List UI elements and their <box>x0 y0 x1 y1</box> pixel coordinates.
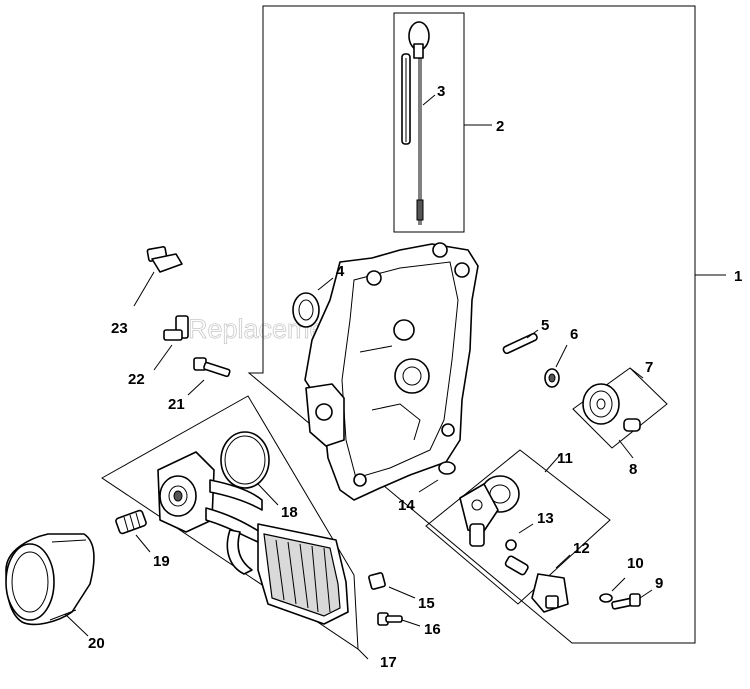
hex-bolt-21 <box>193 357 231 378</box>
leader-6 <box>555 344 568 368</box>
callout-16: 16 <box>424 621 441 638</box>
threaded-nipple <box>115 509 147 535</box>
leader-8 <box>618 439 634 459</box>
assembly-boundary <box>247 5 696 644</box>
callout-9: 9 <box>655 575 663 592</box>
dipstick <box>408 21 430 225</box>
callout-15: 15 <box>418 595 435 612</box>
callout-4: 4 <box>336 263 345 280</box>
dowel-pin <box>502 332 538 355</box>
gear-cover-housing <box>304 242 479 501</box>
leader-23 <box>133 271 155 307</box>
washer <box>599 593 613 603</box>
oil-cooler-hoses <box>205 479 263 575</box>
callout-14: 14 <box>398 497 415 514</box>
oil-filter <box>5 533 95 626</box>
oil-pump <box>459 475 520 547</box>
gear-group-box <box>572 367 668 449</box>
callout-3: 3 <box>437 83 445 100</box>
gasket <box>220 431 270 489</box>
hex-bolt-9 <box>611 593 641 610</box>
callout-12: 12 <box>573 540 590 557</box>
leader-11 <box>544 454 561 473</box>
dipstick-tube <box>401 53 411 145</box>
leader-16 <box>401 619 421 627</box>
leader-22 <box>153 344 173 371</box>
leader-17 <box>357 648 369 660</box>
bushing <box>544 368 560 388</box>
callout-8: 8 <box>629 461 637 478</box>
governor-gear <box>582 383 620 425</box>
callout-5: 5 <box>541 317 549 334</box>
callout-1: 1 <box>734 268 742 285</box>
leader-10 <box>611 577 626 592</box>
gear-shaft <box>623 418 641 432</box>
leader-14 <box>418 479 439 493</box>
leader-4 <box>317 277 334 291</box>
callout-13: 13 <box>537 510 554 527</box>
oil-pressure-switch <box>146 246 183 273</box>
pressure-relief-valve <box>504 555 569 613</box>
callout-6: 6 <box>570 326 578 343</box>
hex-bolt-16 <box>377 612 403 626</box>
leader-12 <box>555 554 571 569</box>
leader-9 <box>639 589 653 599</box>
callout-18: 18 <box>281 504 298 521</box>
callout-11: 11 <box>557 450 573 467</box>
oil-pump-group-box <box>425 449 611 605</box>
leader-5 <box>526 329 539 339</box>
callout-2: 2 <box>496 118 504 135</box>
elbow-fitting <box>163 315 189 341</box>
dipstick-group-box <box>393 12 465 233</box>
callout-10: 10 <box>627 555 644 572</box>
callout-23: 23 <box>111 320 128 337</box>
leader-13 <box>518 523 534 534</box>
callout-20: 20 <box>88 635 105 652</box>
o-ring <box>438 461 456 475</box>
callout-19: 19 <box>153 553 170 570</box>
callout-17: 17 <box>380 654 397 671</box>
callout-21: 21 <box>168 396 185 413</box>
oil-cooler <box>257 523 349 625</box>
leader-20 <box>64 613 89 637</box>
oil-seal <box>292 292 320 328</box>
leader-15 <box>388 586 416 599</box>
callout-22: 22 <box>128 371 145 388</box>
leader-7 <box>629 367 644 379</box>
leader-18 <box>257 483 279 506</box>
leader-19 <box>135 534 151 553</box>
square-nut <box>368 572 386 590</box>
pump-o-ring <box>505 539 517 551</box>
leader-3 <box>422 94 436 106</box>
leader-21 <box>187 379 205 396</box>
callout-7: 7 <box>645 359 653 376</box>
